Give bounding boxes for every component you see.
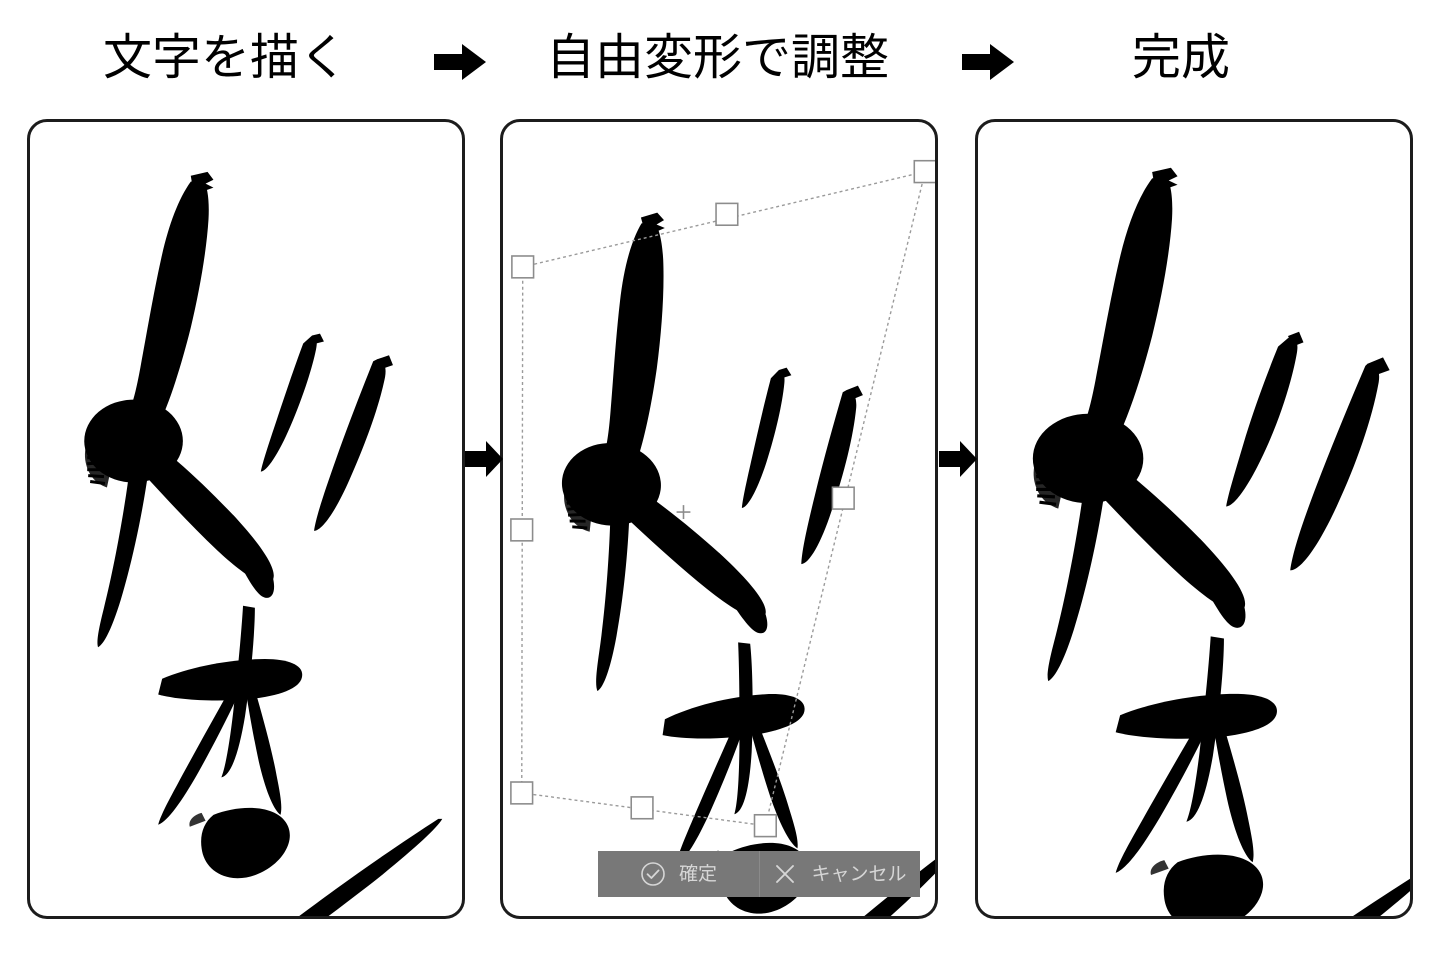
step-label-transform: 自由変形で調整 (546, 31, 890, 85)
step-label-draw: 文字を描く (103, 31, 349, 85)
brush-artwork-done (978, 122, 1410, 916)
canvas-panel-draw[interactable] (27, 119, 465, 919)
brush-artwork-draw (30, 122, 462, 916)
transform-action-toolbar: 確定 キャンセル (598, 851, 920, 897)
confirm-button[interactable]: 確定 (598, 851, 759, 897)
confirm-button-label: 確定 (678, 863, 717, 885)
right-arrow-icon (938, 440, 978, 478)
close-x-icon (772, 861, 798, 887)
canvas-panel-transform[interactable]: 確定 キャンセル (500, 119, 938, 919)
right-arrow-icon (960, 42, 1016, 82)
step-header-row: 文字を描く 自由変形で調整 完成 (0, 0, 1440, 112)
right-arrow-icon (464, 440, 504, 478)
right-arrow-icon (432, 42, 488, 82)
cancel-button-label: キャンセル (811, 863, 907, 885)
step-label-done: 完成 (1132, 31, 1231, 85)
check-circle-icon (640, 861, 666, 887)
canvas-panel-done[interactable] (975, 119, 1413, 919)
cancel-button[interactable]: キャンセル (759, 851, 920, 897)
brush-artwork-transform (503, 122, 935, 916)
